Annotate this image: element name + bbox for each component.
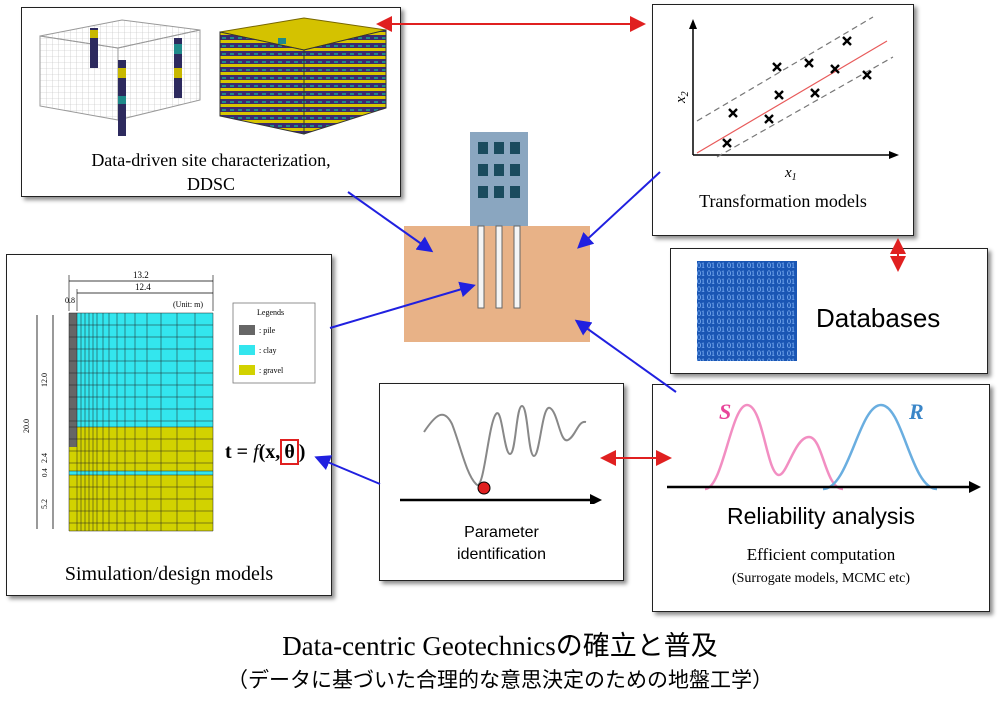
transformation-panel: x1 x2 Transformation models — [652, 4, 914, 236]
reliability-title: Reliability analysis — [727, 503, 915, 529]
s-label: S — [719, 399, 731, 424]
objective-curve — [423, 404, 587, 486]
x-axis-label: x1 — [784, 165, 797, 183]
svg-text:0.4: 0.4 — [41, 468, 49, 477]
r-label: R — [908, 399, 924, 424]
ddsc-caption-line2: DDSC — [186, 174, 235, 194]
svg-text:: pile: : pile — [259, 326, 276, 335]
transformation-caption: Transformation models — [699, 191, 867, 211]
clay-layer — [69, 313, 213, 427]
soil-block — [404, 226, 590, 342]
regression-line — [696, 40, 888, 154]
clay-thin-layer — [69, 471, 213, 475]
equation: t = f(x,θ) — [225, 439, 306, 465]
arrow-transform-to-site — [577, 171, 661, 249]
objective-function-plot — [400, 404, 602, 504]
footer-subtitle: （データに基づいた合理的な意思決定のための地盤工学） — [227, 668, 773, 692]
parameter-caption-line2: identification — [457, 546, 546, 563]
reliability-sub2: (Surrogate models, MCMC etc) — [731, 571, 911, 586]
svg-text:(Unit: m): (Unit: m) — [173, 300, 203, 309]
wireframe-block — [39, 19, 201, 136]
gravel-layer — [69, 427, 213, 471]
ddsc-3d-models — [39, 17, 387, 136]
databases-panel: 01 Databases — [670, 248, 988, 374]
parameter-caption-line1: Parameter — [464, 524, 539, 541]
characterized-block — [219, 17, 387, 135]
svg-text:2.4: 2.4 — [40, 453, 49, 463]
ddsc-caption-line1: Data-driven site characterization, — [91, 150, 331, 170]
reliability-panel: S R Reliability analysis Efficient compu… — [652, 384, 990, 612]
fe-mesh-model: 13.2 12.4 0.8 (Unit: m) 20.0 12.0 2.4 0.… — [22, 270, 316, 532]
arrow-ddsc-to-site — [347, 191, 434, 253]
binary-data-icon: 01 — [697, 261, 797, 361]
reliability-plot: S R — [667, 399, 981, 493]
svg-text:20.0: 20.0 — [22, 419, 31, 433]
simulation-caption: Simulation/design models — [64, 563, 274, 585]
svg-text:12.0: 12.0 — [40, 373, 49, 387]
svg-text:13.2: 13.2 — [133, 270, 149, 280]
arrow-sim-to-site — [329, 281, 476, 329]
theta-box: θ — [280, 439, 299, 465]
pile — [69, 313, 77, 447]
arrow-reliability-to-site — [574, 319, 677, 393]
parameter-panel: Parameter identification — [379, 383, 624, 581]
r-distribution — [822, 403, 938, 491]
svg-text:Legends: Legends — [257, 308, 284, 317]
footer-title: Data-centric Geotechnicsの確立と普及 — [282, 631, 718, 661]
data-points — [722, 36, 872, 148]
borehole — [90, 28, 98, 68]
s-distribution — [704, 403, 844, 491]
transformation-plot: x1 x2 — [673, 16, 899, 183]
piles — [477, 225, 521, 309]
svg-text:5.2: 5.2 — [40, 499, 49, 509]
svg-text:12.4: 12.4 — [135, 282, 151, 292]
simulation-panel: 13.2 12.4 0.8 (Unit: m) 20.0 12.0 2.4 0.… — [6, 254, 332, 596]
ddsc-panel: Data-driven site characterization, DDSC — [21, 7, 401, 197]
databases-caption: Databases — [816, 303, 941, 333]
svg-text:: clay: : clay — [259, 346, 277, 355]
optimum-marker — [477, 481, 491, 495]
reliability-sub1: Efficient computation — [746, 545, 896, 564]
svg-text:: gravel: : gravel — [259, 366, 284, 375]
y-axis-label: x2 — [673, 91, 691, 104]
building — [470, 132, 528, 226]
svg-text:0.8: 0.8 — [65, 296, 75, 305]
gravel-layer — [69, 475, 213, 531]
